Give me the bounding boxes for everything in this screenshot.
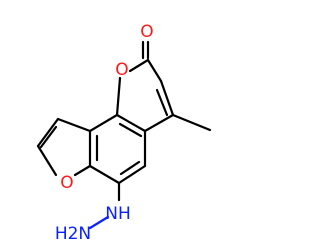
- atom-label-layer: O O O NH H2N: [55, 22, 154, 244]
- bond-benzene-inner-top: [118, 122, 143, 138]
- bond-benzene-inner-bottom: [119, 160, 141, 176]
- bond-ring-o-to-carbonyl-carbon: [128, 58, 150, 73]
- bond-nh-to-h2n: [88, 215, 110, 230]
- bond-benzene-top-to-bottom-left: [88, 113, 119, 133]
- bond-furan-left-to-lower-left: [36, 117, 60, 148]
- bond-furan-top-to-left: [56, 117, 92, 133]
- furan-oxygen-label: O: [60, 173, 73, 193]
- ring-oxygen-label: O: [115, 60, 128, 80]
- bond-furan-oxygen-to-benzene: [73, 164, 92, 177]
- bond-benzene-lower-left-to-bottom: [88, 164, 121, 185]
- bond-alkene-double-inner: [155, 88, 169, 117]
- bond-benzene-bottom-to-lower-right: [117, 164, 147, 185]
- h2n-label: H2N: [55, 224, 91, 244]
- bond-furan-inner-double: [39, 125, 58, 149]
- bond-methyl-carbon-to-ring-junction: [143, 113, 175, 133]
- nh-label: NH: [105, 204, 131, 224]
- bond-alkene-to-methyl-carbon: [159, 79, 175, 117]
- bond-ring-junction-to-fused-carbon: [115, 113, 147, 133]
- bond-carbonyl-carbon-to-alkene: [146, 58, 163, 83]
- bond-layer: [36, 40, 212, 230]
- carbonyl-oxygen-label: O: [140, 22, 153, 42]
- bond-methyl: [171, 113, 212, 132]
- chemical-structure-diagram: O O O NH H2N: [36, 22, 212, 244]
- bond-furan-lower-left-to-oxygen: [36, 144, 58, 177]
- bond-fused-carbon-to-ring-o: [115, 76, 122, 117]
